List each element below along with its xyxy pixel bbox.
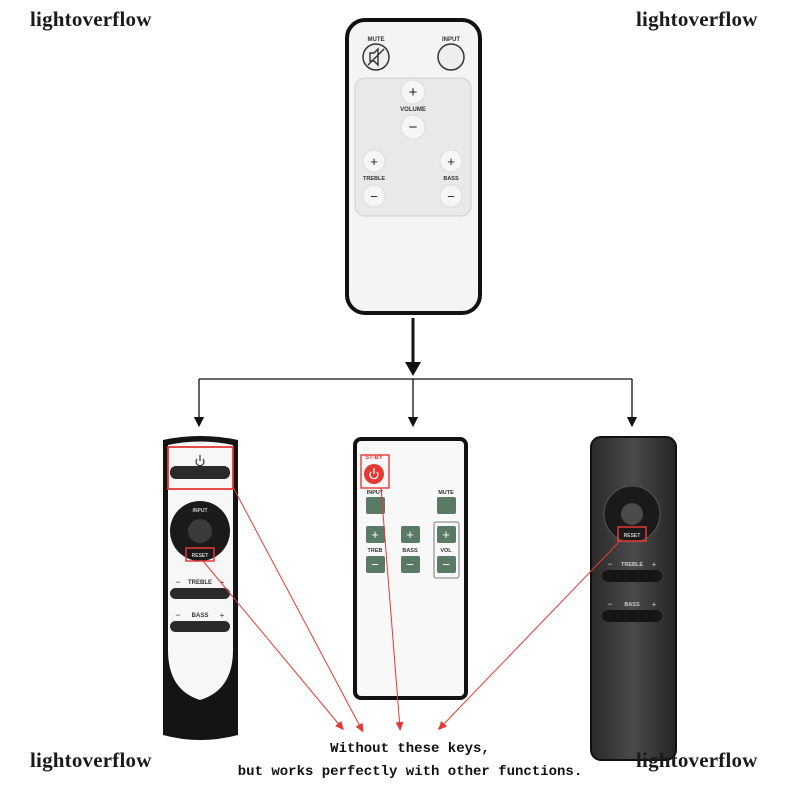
left-treble-rocker[interactable] (170, 588, 230, 599)
left-bass-plus: + (220, 611, 225, 620)
middle-mute-label: MUTE (438, 490, 454, 496)
middle-input-button[interactable] (366, 497, 385, 514)
middle-treble-minus: − (371, 557, 379, 572)
left-reset-label: RESET (192, 553, 209, 559)
power-icon (369, 468, 379, 480)
top-treble-minus: − (370, 189, 378, 204)
pointer-left-power (232, 486, 364, 733)
watermark-top-left: lightoverflow (30, 7, 152, 31)
speaker-mute-icon (367, 47, 385, 67)
left-bass-label: BASS (192, 613, 209, 619)
caption-line-2: but works perfectly with other functions… (237, 764, 583, 780)
right-reset-label: RESET (624, 533, 641, 539)
left-treble-label: TREBLE (188, 580, 212, 586)
middle-bass-down-button[interactable] (401, 556, 420, 573)
middle-bass-minus: − (406, 557, 414, 572)
pointer-left-reset (202, 560, 344, 731)
left-bass-minus: − (175, 610, 180, 620)
top-volume-down-button[interactable] (400, 114, 426, 140)
right-remote-body (590, 436, 677, 761)
middle-volume-label: VOL (440, 548, 452, 554)
right-bass-rocker[interactable] (602, 610, 662, 622)
right-dpad-center[interactable] (621, 503, 643, 525)
middle-standby-label: ST-BY (365, 455, 383, 461)
watermark-top-right: lightoverflow (636, 7, 758, 31)
main-arrow-head (405, 362, 421, 376)
top-bass-minus: − (447, 189, 455, 204)
left-treble-plus: + (220, 578, 225, 587)
left-input-label: INPUT (193, 508, 208, 514)
watermark-bottom-left: lightoverflow (30, 748, 152, 772)
top-bass-up-button[interactable] (439, 149, 463, 173)
top-treble-label: TREBLE (363, 176, 385, 182)
left-remote-face (168, 441, 233, 700)
top-input-button[interactable] (437, 43, 465, 71)
left-dpad-center[interactable] (188, 519, 212, 543)
pointer-middle-standby (380, 487, 404, 731)
right-bass-label: BASS (624, 602, 640, 608)
right-bass-minus: − (607, 599, 612, 609)
top-bass-label: BASS (443, 176, 459, 182)
middle-bass-plus: + (406, 527, 414, 542)
top-treble-up-button[interactable] (362, 149, 386, 173)
middle-input-label: INPUT (367, 490, 384, 496)
watermark-bottom-right: lightoverflow (636, 748, 758, 772)
middle-volume-up-button[interactable] (437, 526, 456, 543)
left-power-highlight (167, 446, 234, 490)
caption-line-1: Without these keys, (330, 741, 490, 757)
top-control-panel (354, 77, 472, 217)
middle-bass-label: BASS (402, 548, 418, 554)
pointer-right-reset (437, 540, 621, 731)
top-volume-up-button[interactable] (400, 79, 426, 105)
top-mute-label: MUTE (368, 37, 385, 43)
middle-standby-highlight (360, 454, 390, 489)
top-remote: MUTE INPUT + VOLUME − + TREBLE − + BASS … (345, 18, 482, 315)
red-pointers (202, 486, 621, 733)
right-reset-highlight (617, 526, 647, 542)
middle-bass-up-button[interactable] (401, 526, 420, 543)
left-power-button[interactable] (170, 466, 230, 479)
top-bass-down-button[interactable] (439, 184, 463, 208)
middle-volume-minus: − (442, 557, 450, 572)
right-treble-label: TREBLE (621, 562, 643, 568)
top-treble-plus: + (370, 154, 378, 169)
power-icon (195, 455, 205, 467)
right-treble-rocker[interactable] (602, 570, 662, 582)
middle-volume-plus: + (442, 527, 450, 542)
middle-volume-group (433, 521, 460, 579)
top-volume-minus: − (409, 119, 418, 136)
top-treble-down-button[interactable] (362, 184, 386, 208)
right-remote: RESET − TREBLE + − BASS + (590, 436, 677, 761)
left-reset-highlight (185, 547, 215, 562)
top-volume-label: VOLUME (400, 107, 426, 113)
middle-treble-label: TREB (368, 548, 383, 554)
left-bass-rocker[interactable] (170, 621, 230, 632)
middle-treble-up-button[interactable] (366, 526, 385, 543)
left-remote: INPUT RESET − TREBLE + − BASS + (163, 436, 238, 740)
right-bass-plus: + (652, 600, 657, 609)
left-treble-minus: − (175, 577, 180, 587)
top-bass-plus: + (447, 154, 455, 169)
top-volume-plus: + (409, 84, 418, 101)
connector-arrows (193, 318, 638, 428)
middle-remote: ST-BY INPUT MUTE + TREB − + BASS − + VOL… (353, 437, 468, 700)
middle-mute-button[interactable] (437, 497, 456, 514)
middle-volume-down-button[interactable] (437, 556, 456, 573)
right-treble-plus: + (652, 560, 657, 569)
right-treble-minus: − (607, 559, 612, 569)
top-input-label: INPUT (442, 37, 460, 43)
middle-treble-down-button[interactable] (366, 556, 385, 573)
middle-treble-plus: + (371, 527, 379, 542)
